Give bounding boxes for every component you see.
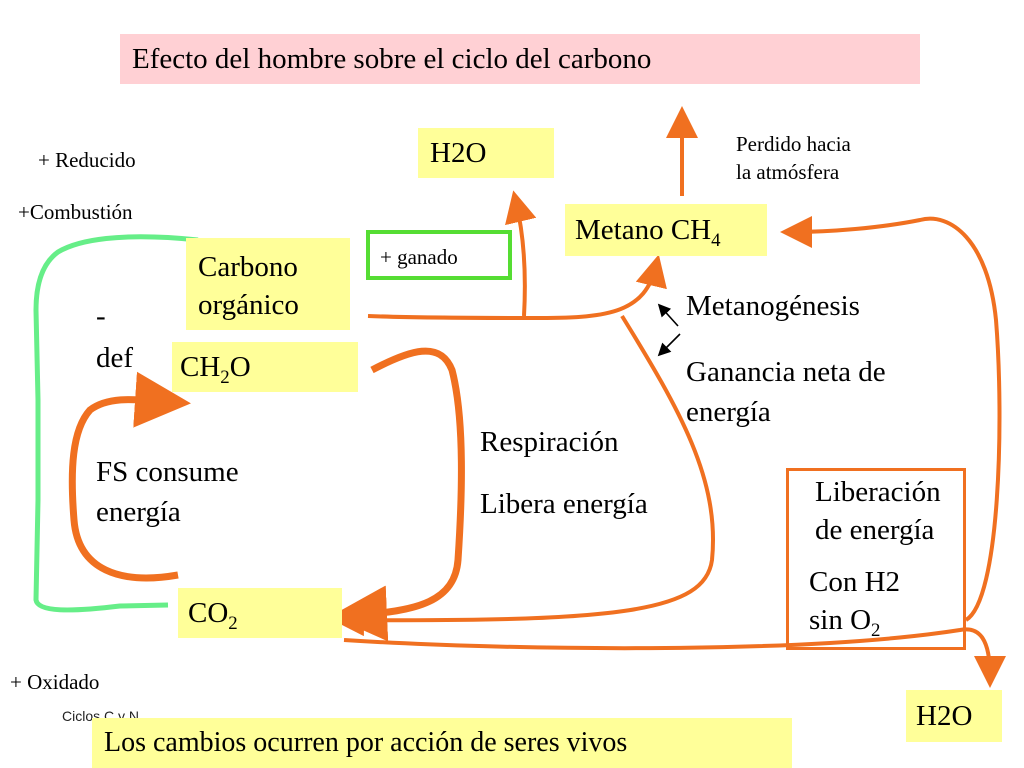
box-ganado: + ganado <box>366 230 512 280</box>
label-ganancia-line2: energía <box>686 396 771 428</box>
label-respiracion: Respiración <box>480 426 619 458</box>
box-h2o-bottom: H2O <box>906 690 1002 742</box>
label-sin-o2-text: sin O <box>809 604 872 636</box>
photosynthesis-arrow <box>68 371 191 582</box>
label-fs: FS consume energía <box>96 452 239 532</box>
black-arrow-down <box>657 333 681 357</box>
label-sin-o2-sub: 2 <box>871 619 881 641</box>
box-carbono-line1: Carbono <box>198 251 298 283</box>
label-liberacion-line2: de energía <box>815 514 935 546</box>
box-ch2o-text: CH <box>180 351 221 383</box>
combustion-line <box>33 234 199 613</box>
label-perdido-line1: Perdido hacia <box>736 132 851 156</box>
label-combustion: +Combustión <box>18 200 133 224</box>
water-up-arrow <box>505 190 537 317</box>
label-oxidado: + Oxidado <box>10 670 100 694</box>
box-metano-sub: 4 <box>711 229 721 251</box>
label-conh2: Con H2 <box>809 566 901 598</box>
box-metano-text: Metano CH <box>575 214 712 246</box>
label-ganancia-line1: Ganancia neta de <box>686 356 886 388</box>
box-carbono-line2: orgánico <box>198 289 299 321</box>
label-liberacion-line1: Liberación <box>815 476 941 508</box>
right-loop-arrow <box>343 627 1006 688</box>
box-ch2o-sub: 2 <box>220 366 230 388</box>
box-h2o-top: H2O <box>418 128 554 178</box>
label-def-dash: - <box>96 300 106 332</box>
label-sin-o2: sin O2 <box>809 601 963 650</box>
page-title: Efecto del hombre sobre el ciclo del car… <box>120 34 920 84</box>
box-ch2o: CH2O <box>172 342 358 392</box>
label-perdido-line2: la atmósfera <box>736 160 840 184</box>
box-ch2o-end: O <box>229 351 251 383</box>
black-arrow-up <box>657 303 679 327</box>
label-metanogenesis: Metanogénesis <box>686 290 860 322</box>
label-libera: Libera energía <box>480 488 648 520</box>
label-fs-line2: energía <box>96 496 181 528</box>
label-ganancia: Ganancia neta de energía <box>686 352 886 432</box>
box-co2: CO2 <box>178 588 342 638</box>
box-co2-sub: 2 <box>228 612 238 634</box>
box-metano: Metano CH4 <box>565 204 767 256</box>
methanogenesis-to-co2 <box>332 314 715 637</box>
label-reducido: + Reducido <box>38 148 136 172</box>
label-perdido: Perdido hacia la atmósfera <box>736 130 851 186</box>
box-carbono-organico: Carbono orgánico <box>186 238 350 330</box>
respiration-arrow <box>331 347 465 642</box>
footer-banner: Los cambios ocurren por acción de seres … <box>92 718 792 768</box>
box-liberacion: Liberación de energía Con H2 sin O2 <box>786 468 966 650</box>
label-def: def <box>96 342 134 374</box>
box-co2-text: CO <box>188 597 229 629</box>
label-fs-line1: FS consume <box>96 456 239 488</box>
return-to-methane-arrow <box>780 215 1002 622</box>
organic-to-methane-line <box>367 254 667 321</box>
